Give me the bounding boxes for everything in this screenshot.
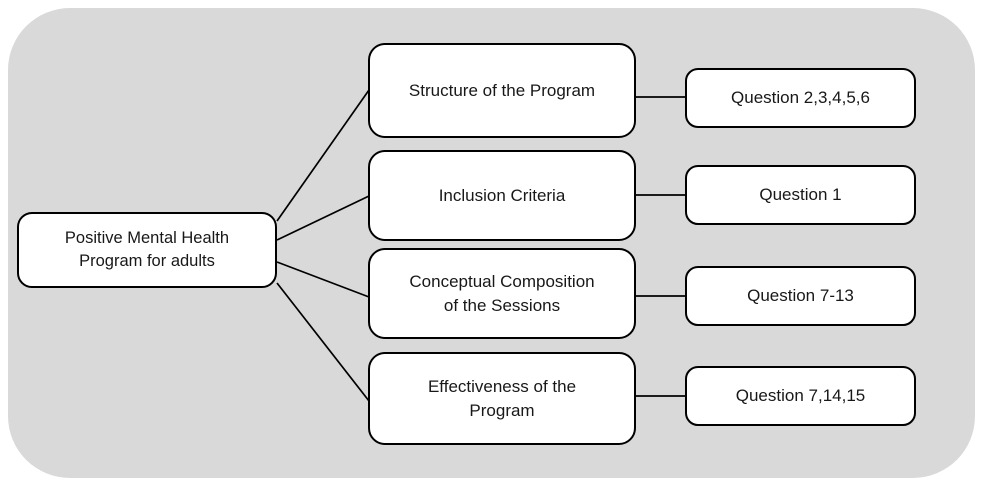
node-branch-3-line-1: Conceptual Composition [409,272,595,292]
connector-root-to-branch-1 [276,89,370,222]
node-leaf-4-label: Question 7,14,15 [735,386,866,406]
node-branch-inclusion-criteria[interactable]: Inclusion Criteria [368,150,636,241]
connector-root-to-branch-4 [276,282,370,402]
node-leaf-3-label: Question 7-13 [747,286,854,306]
connector-root-to-branch-2 [276,195,370,241]
node-root-line-1: Positive Mental Health [64,229,230,248]
node-leaf-2-label: Question 1 [759,185,842,205]
node-branch-conceptual-composition[interactable]: Conceptual Composition of the Sessions [368,248,636,339]
node-branch-4-line-2: Program [469,400,535,420]
node-leaf-questions-2[interactable]: Question 1 [685,165,916,225]
node-branch-2-line-1: Inclusion Criteria [438,185,566,205]
connector-root-to-branch-3 [276,261,370,298]
node-branch-structure[interactable]: Structure of the Program [368,43,636,138]
node-leaf-1-label: Question 2,3,4,5,6 [731,88,870,108]
node-leaf-questions-1[interactable]: Question 2,3,4,5,6 [685,68,916,128]
node-branch-4-line-1: Effectiveness of the [427,377,577,397]
node-branch-1-line-1: Structure of the Program [408,80,596,100]
node-leaf-questions-3[interactable]: Question 7-13 [685,266,916,326]
node-root-program[interactable]: Positive Mental Health Program for adult… [17,212,277,288]
node-leaf-questions-4[interactable]: Question 7,14,15 [685,366,916,426]
node-branch-effectiveness[interactable]: Effectiveness of the Program [368,352,636,445]
node-branch-3-line-2: of the Sessions [443,295,561,315]
node-root-line-2: Program for adults [79,252,215,270]
